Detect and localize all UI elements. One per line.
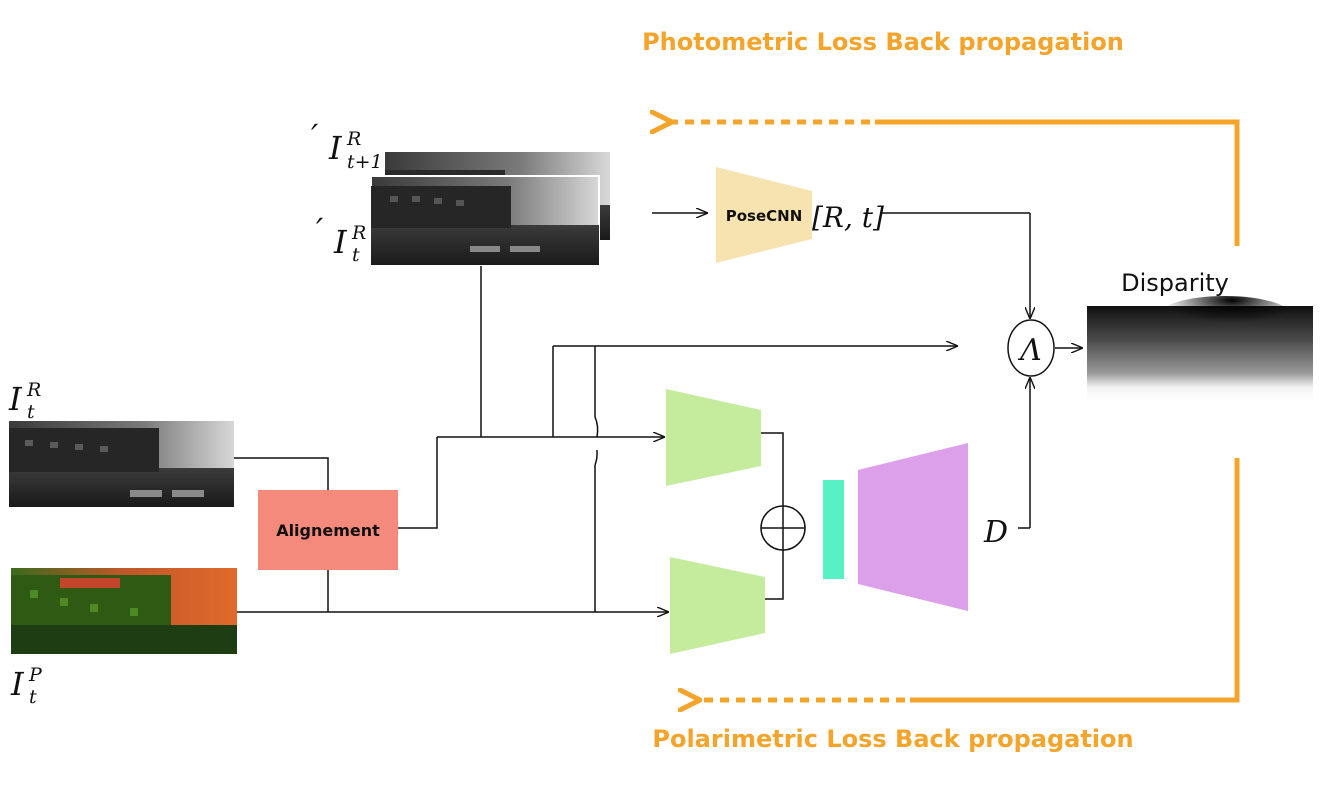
alignment-block <box>258 490 398 570</box>
svg-text:′: ′ <box>316 211 324 249</box>
photometric-loss-title: Photometric Loss Back propagation <box>642 28 1124 56</box>
svg-text:R: R <box>351 222 366 244</box>
pose-output-label: [R, t] <box>812 201 884 234</box>
svg-text:I: I <box>333 223 348 261</box>
photometric-loss-path <box>672 122 1240 246</box>
svg-text:P: P <box>28 664 43 686</box>
svg-text:t+1: t+1 <box>347 151 383 173</box>
svg-text:Λ: Λ <box>1017 333 1042 368</box>
frame-t-image <box>370 175 600 267</box>
polar-encoder-block <box>670 557 765 654</box>
posecnn-label: PoseCNN <box>726 207 803 225</box>
polarimetric-input-image <box>11 568 237 654</box>
svg-text:I: I <box>328 129 343 167</box>
rgb-encoder-block <box>666 389 761 486</box>
connection-lines <box>234 213 1082 612</box>
svg-text:t: t <box>352 244 360 266</box>
disparity-label: Disparity <box>1121 269 1229 297</box>
bottleneck-block <box>823 480 844 579</box>
label-frame-t: ′ I R t <box>316 211 366 266</box>
svg-text:R: R <box>346 128 361 150</box>
posecnn-block <box>716 167 812 263</box>
label-polarimetric-input: I P t <box>10 664 43 708</box>
decoder-block <box>858 443 968 611</box>
lambda-warp-node: Λ <box>1007 319 1055 377</box>
rgb-input-image <box>9 421 234 507</box>
svg-text:R: R <box>26 379 41 401</box>
polarimetric-loss-title: Polarimetric Loss Back propagation <box>652 725 1133 753</box>
alignment-label: Alignement <box>276 521 380 540</box>
depth-output-label: D <box>983 515 1008 550</box>
svg-text:t: t <box>27 401 35 423</box>
svg-text:′: ′ <box>311 117 319 155</box>
svg-text:I: I <box>10 665 25 703</box>
label-rgb-input: I R t <box>8 379 41 423</box>
polarimetric-loss-path <box>700 458 1240 700</box>
disparity-map-image <box>1087 296 1313 402</box>
label-frame-t-plus-1: ′ I R t+1 <box>311 117 383 173</box>
svg-text:I: I <box>8 380 23 418</box>
fusion-plus-node <box>760 505 806 551</box>
svg-text:t: t <box>29 686 37 708</box>
